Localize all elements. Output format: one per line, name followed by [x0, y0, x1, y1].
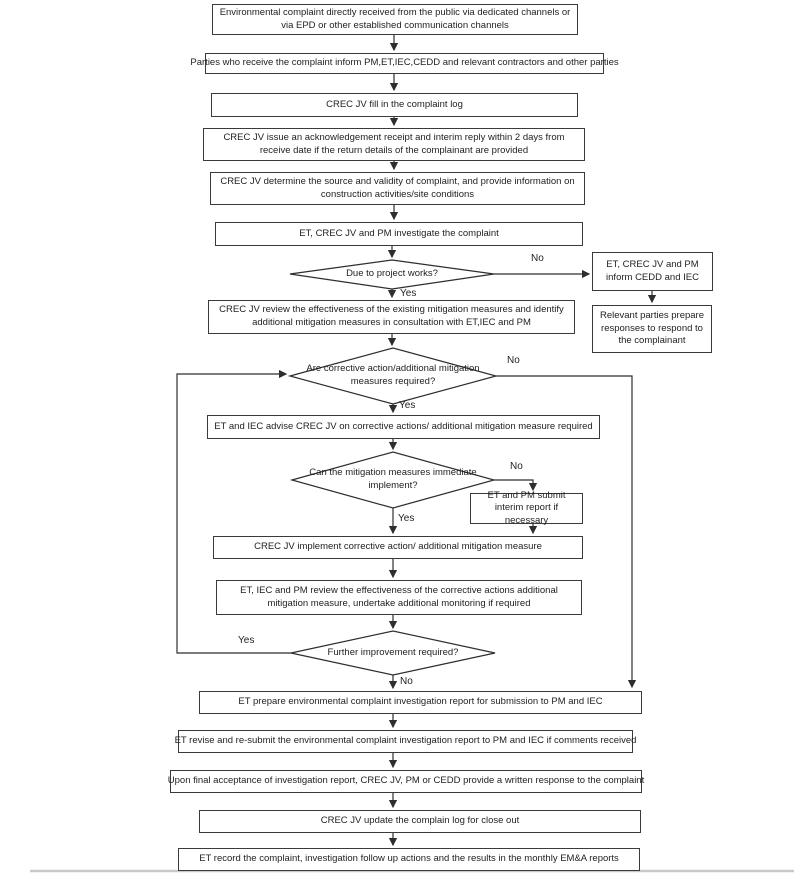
- step-prepare-responses: Relevant parties prepare responses to re…: [592, 305, 712, 353]
- step-acknowledgement-receipt: CREC JV issue an acknowledgement receipt…: [203, 128, 585, 161]
- decision-corrective-action-required: Are corrective action/additional mitigat…: [306, 363, 480, 387]
- connector-decision4-yes-loop: [176, 369, 291, 654]
- decision-shape-corrective-action-required: [287, 347, 499, 405]
- decision-shape-immediate-implement: [289, 451, 497, 509]
- decision-due-to-project-works: Due to project works?: [346, 267, 438, 279]
- connector-decision2-no-to-report: [496, 375, 637, 689]
- edge-label-decision3-no: No: [510, 461, 523, 472]
- edge-label-decision4-yes: Yes: [238, 635, 255, 646]
- step-advise-corrective-actions: ET and IEC advise CREC JV on corrective …: [207, 415, 600, 439]
- step-receive-complaint: Environmental complaint directly receive…: [212, 4, 578, 35]
- decision-further-improvement: Further improvement required?: [327, 646, 459, 658]
- step-revise-resubmit-report: ET revise and re-submit the environmenta…: [175, 730, 636, 753]
- step-inform-cedd-iec: ET, CREC JV and PM inform CEDD and IEC: [592, 252, 713, 291]
- step-update-complaint-log: CREC JV update the complain log for clos…: [199, 810, 641, 833]
- edge-label-decision3-yes: Yes: [398, 513, 415, 524]
- decision-shape-further-improvement: [290, 630, 496, 676]
- edge-label-decision4-no: No: [400, 676, 413, 687]
- edge-label-decision2-yes: Yes: [399, 400, 416, 411]
- step-inform-parties: Parties who receive the complaint inform…: [190, 53, 619, 74]
- step-review-effectiveness: ET, IEC and PM review the effectiveness …: [216, 580, 582, 615]
- edge-label-decision1-no: No: [531, 253, 544, 264]
- step-determine-source-validity: CREC JV determine the source and validit…: [210, 172, 585, 205]
- step-fill-complaint-log: CREC JV fill in the complaint log: [211, 93, 578, 117]
- step-record-ema-reports: ET record the complaint, investigation f…: [178, 848, 640, 871]
- step-review-mitigation-measures: CREC JV review the effectiveness of the …: [208, 300, 575, 334]
- step-implement-corrective-action: CREC JV implement corrective action/ add…: [213, 536, 583, 559]
- decision-immediate-implement: Can the mitigation measures immediate im…: [309, 467, 477, 491]
- edge-label-decision2-no: No: [507, 355, 520, 366]
- step-submit-interim-report: ET and PM submit interim report if neces…: [470, 490, 583, 526]
- decision-shape-due-to-project-works: [289, 259, 495, 290]
- edge-label-decision1-yes: Yes: [400, 288, 417, 299]
- step-investigate-complaint: ET, CREC JV and PM investigate the compl…: [215, 222, 583, 246]
- step-prepare-investigation-report: ET prepare environmental complaint inves…: [199, 691, 642, 714]
- step-written-response: Upon final acceptance of investigation r…: [168, 770, 644, 793]
- connector-decision3-no: [494, 479, 538, 492]
